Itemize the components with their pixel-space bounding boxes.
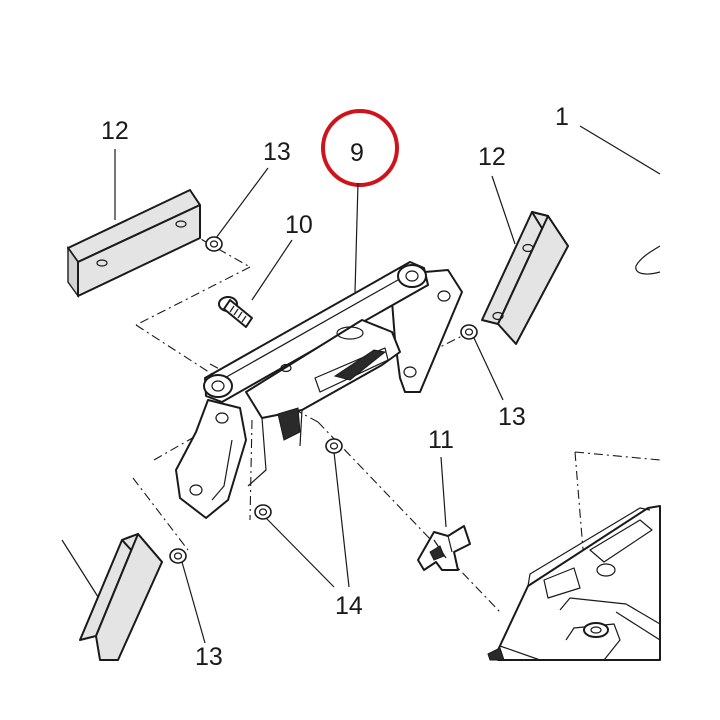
body-1-fragment[interactable] — [635, 245, 661, 275]
bolt-10[interactable] — [218, 296, 253, 328]
callout-10[interactable]: 10 — [285, 211, 313, 239]
callout-13-top[interactable]: 13 — [263, 138, 291, 166]
leader-lines — [61, 125, 661, 644]
washer-13-bottom[interactable] — [169, 548, 187, 564]
callout-11[interactable]: 11 — [428, 426, 454, 454]
highlight-ring — [321, 109, 399, 187]
plate-12-bottom[interactable] — [79, 533, 163, 661]
washer-13-right[interactable] — [460, 324, 478, 340]
callout-14[interactable]: 14 — [335, 592, 363, 620]
callout-12-right[interactable]: 12 — [478, 143, 506, 171]
callout-9[interactable]: 9 — [350, 139, 364, 167]
plate-12-left[interactable] — [67, 189, 201, 299]
clip-11[interactable] — [417, 525, 471, 571]
nut-14-right[interactable] — [325, 438, 343, 454]
nut-14-left[interactable] — [254, 504, 272, 520]
callout-1[interactable]: 1 — [555, 103, 569, 131]
callout-12-left[interactable]: 12 — [101, 117, 129, 145]
housing-fragment — [487, 505, 661, 661]
plate-12-right[interactable] — [481, 211, 569, 345]
bracket-9[interactable] — [175, 261, 463, 519]
washer-13-top[interactable] — [205, 236, 223, 252]
callout-13-bottom[interactable]: 13 — [195, 643, 223, 671]
callout-13-right[interactable]: 13 — [498, 403, 526, 431]
